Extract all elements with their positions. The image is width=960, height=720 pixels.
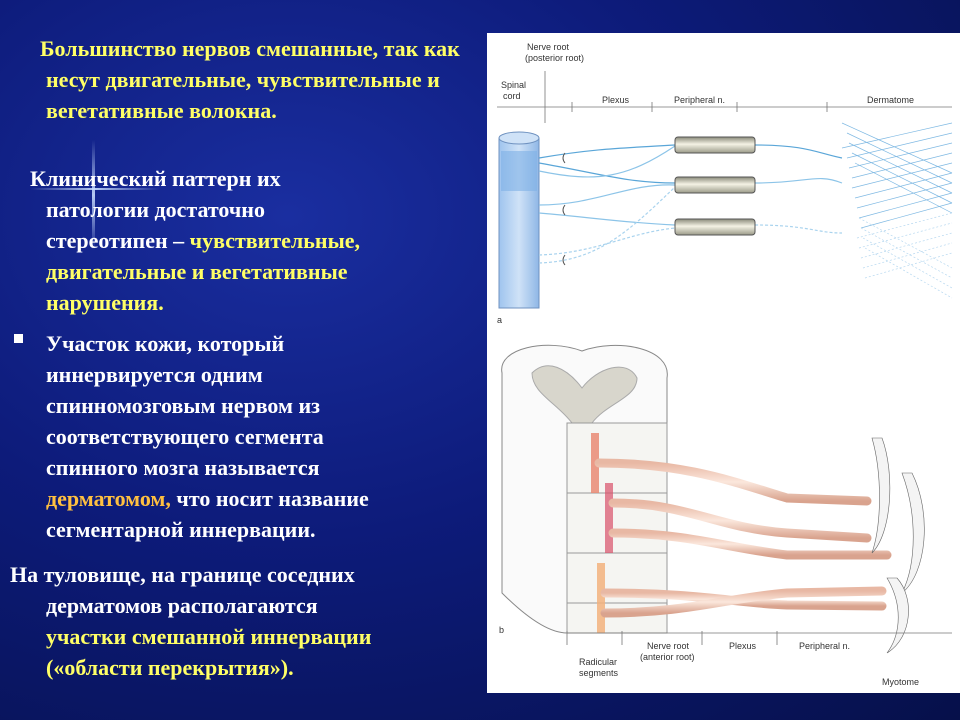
bullet-square [14, 334, 23, 343]
innervation-diagram: Nerve root (posterior root) Spinal cord … [497, 42, 953, 687]
lens-flare-vertical [92, 140, 95, 250]
paragraph-overlap: На туловище, на границе соседних дермато… [10, 562, 372, 680]
panel-b: Radicular segments Nerve root (anterior … [499, 344, 952, 687]
panel-letter-a: a [497, 315, 502, 325]
paragraph-clinical-pattern: Клинический паттерн их патологии достато… [30, 166, 361, 315]
label-peripheral-top: Peripheral n. [674, 95, 725, 105]
myotome-muscles [871, 437, 925, 654]
peripheral-nerve-tubes [674, 136, 756, 236]
label-myotome: Myotome [882, 677, 919, 687]
svg-text:segments: segments [579, 668, 619, 678]
label-radicular-segments: Radicular [579, 657, 617, 667]
lens-flare-horizontal [30, 188, 160, 190]
term-dermatome: дерматомом, [46, 486, 171, 511]
dermatome-hatch [841, 122, 953, 299]
label-nerve-root-anterior: Nerve root [647, 641, 690, 651]
svg-text:(anterior root): (anterior root) [640, 652, 695, 662]
paragraph-mixed-nerves: Большинство нервов смешанные, так как не… [40, 36, 460, 123]
svg-text:(posterior root): (posterior root) [525, 53, 584, 63]
label-spinal-cord: Spinal [501, 80, 526, 90]
label-peripheral-bottom: Peripheral n. [799, 641, 850, 651]
label-nerve-root-posterior: Nerve root [527, 42, 570, 52]
label-dermatome: Dermatome [867, 95, 914, 105]
motor-nerves [594, 458, 892, 618]
label-plexus-bottom: Plexus [729, 641, 757, 651]
label-plexus-top: Plexus [602, 95, 630, 105]
paragraph-dermatome: Участок кожи, который иннервируется одни… [46, 331, 369, 542]
svg-text:cord: cord [503, 91, 521, 101]
panel-a: Nerve root (posterior root) Spinal cord … [497, 42, 953, 325]
panel-letter-b: b [499, 625, 504, 635]
innervation-figure: Nerve root (posterior root) Spinal cord … [487, 33, 960, 693]
